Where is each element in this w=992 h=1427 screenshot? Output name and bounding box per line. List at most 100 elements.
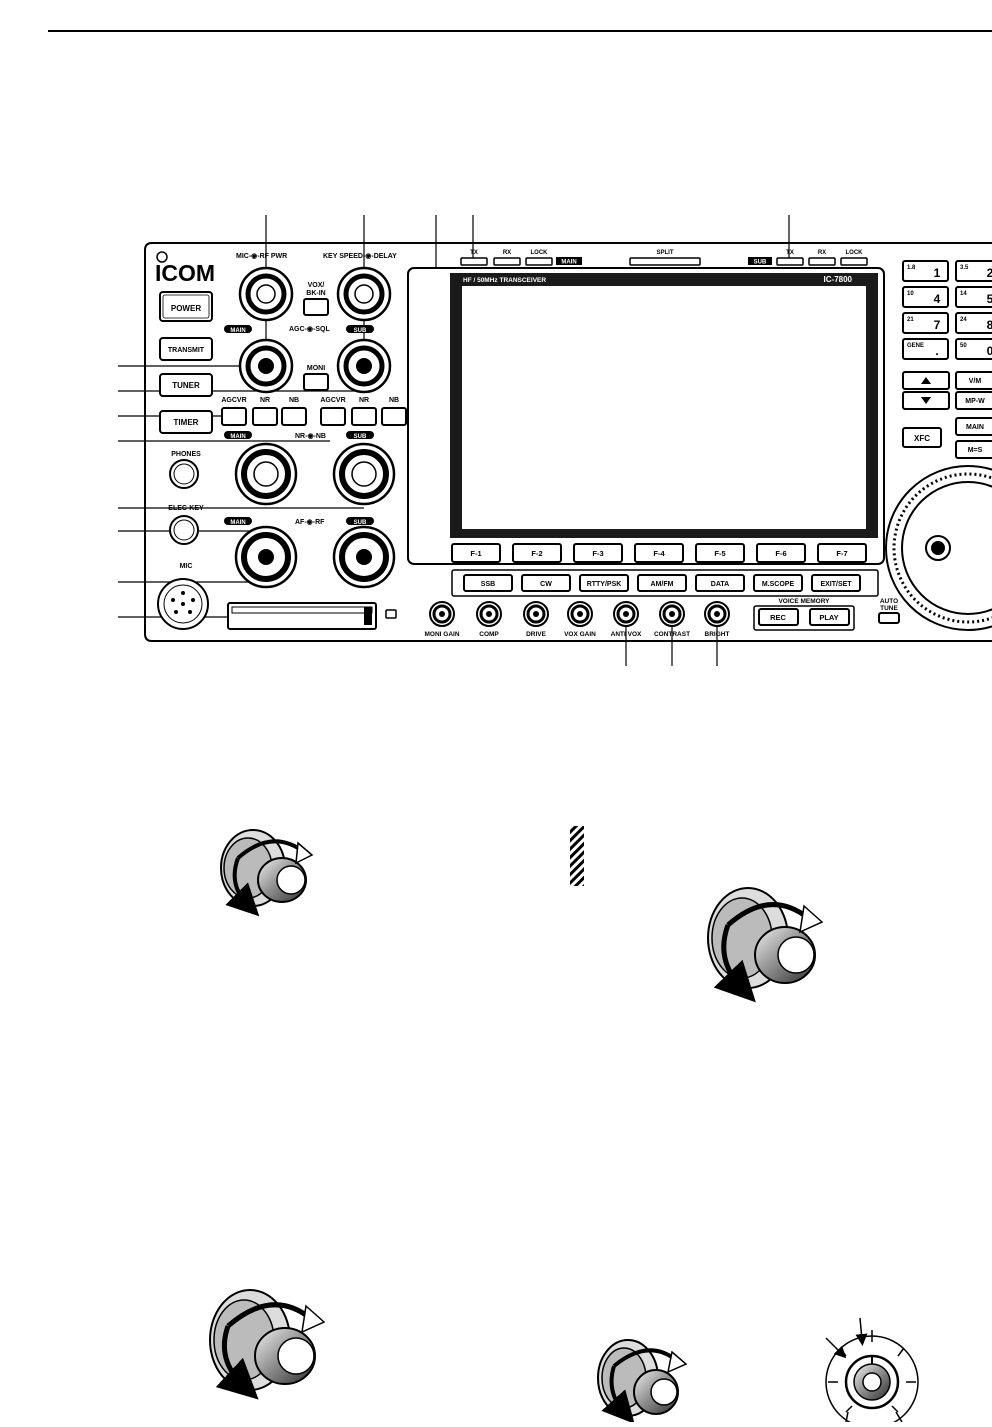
fkey-1[interactable]: F-1 [451,543,501,563]
band-key-big: 8 [987,318,992,332]
mode-keys: SSB CW RTTY/PSK AM/FM DATA M.SCOPE EXIT/SET [463,574,861,592]
svg-text:SUB: SUB [354,328,367,334]
band-key-big: 5 [987,292,992,306]
knob-moni-gain[interactable] [429,601,455,627]
svg-text:XFC: XFC [914,434,930,443]
svg-text:SUB: SUB [354,520,367,526]
bkin-label: BK-IN [306,290,325,297]
mode-key-rtty-psk[interactable]: RTTY/PSK [579,574,629,592]
phones-jack[interactable] [169,459,199,489]
svg-text:TUNER: TUNER [172,381,200,390]
knob-bright[interactable] [704,601,730,627]
sub-nr-button[interactable] [351,407,377,426]
key-speed-delay-label: KEY SPEED-◉-DELAY [323,253,397,260]
auto-tune-button[interactable] [878,612,900,624]
main-lock-led [525,257,553,266]
elec-key-jack[interactable] [169,515,199,545]
band-key-dot[interactable]: GENE. [902,338,949,360]
mode-key-cw[interactable]: CW [521,574,571,592]
sub-badge: SUB [346,325,374,334]
down-button[interactable] [902,391,950,410]
fkey-6[interactable]: F-6 [756,543,806,563]
main-agcvr-button[interactable] [221,407,247,426]
fkey-4[interactable]: F-4 [634,543,684,563]
band-key-small: GENE [907,343,924,349]
main-nr-button[interactable] [252,407,278,426]
main-rx-label: RX [503,250,511,256]
svg-text:MAIN: MAIN [230,520,245,526]
split-label: SPLIT [656,250,673,256]
key-speed-delay-knob[interactable] [336,266,392,322]
sub-lock-led [840,257,868,266]
nr-nb-label: NR-◉-NB [295,433,326,440]
knob-vox-gain[interactable] [567,601,593,627]
transceiver-panel [144,242,992,642]
sub-agc-knob[interactable] [336,338,392,394]
main-select-button[interactable]: MAIN [955,417,992,436]
auto-tune-label-1: AUTO [880,598,898,605]
timer-button[interactable]: TIMER [159,410,213,434]
knob-drive[interactable] [523,601,549,627]
small-knob-label: DRIVE [526,631,547,638]
rotate-knob-illustration-3 [209,1289,326,1400]
transmit-button[interactable]: TRANSMIT [159,337,213,361]
sub-lock-label: LOCK [846,250,864,256]
mic-connector[interactable] [157,578,209,630]
moni-label: MONI [307,365,325,372]
up-button[interactable] [902,371,950,390]
knob-contrast[interactable] [659,601,685,627]
mode-key-exit-set[interactable]: EXIT/SET [811,574,861,592]
main-tuning-dial[interactable] [885,465,992,631]
small-knob-label: MONI GAIN [424,631,459,638]
xfc-button[interactable]: XFC [902,427,942,448]
fkey-2[interactable]: F-2 [512,543,562,563]
split-led [629,257,701,266]
sub-nb-button[interactable] [381,407,407,426]
fkey-3[interactable]: F-3 [573,543,623,563]
fkey-5[interactable]: F-5 [695,543,745,563]
fkey-7[interactable]: F-7 [817,543,867,563]
main-agc-knob[interactable] [238,338,294,394]
mode-key-ssb[interactable]: SSB [463,574,513,592]
knob-anti-vox[interactable] [613,601,639,627]
power-button[interactable]: POWER [159,291,213,322]
svg-text:MAIN: MAIN [966,424,984,431]
card-slot[interactable] [227,602,377,630]
main-nb-button[interactable] [281,407,307,426]
sub-agcvr-button[interactable] [320,407,346,426]
tuner-button[interactable]: TUNER [159,373,213,397]
sub-tx-label: TX [786,250,794,256]
svg-text:ICOM: ICOM [155,260,215,286]
svg-text:MAIN: MAIN [230,434,245,440]
main-tx-led [460,257,488,266]
mic-rf-pwr-knob[interactable] [238,266,294,322]
knob-comp[interactable] [476,601,502,627]
sub-nr-knob[interactable] [332,442,396,506]
moni-button[interactable] [303,373,329,391]
vm-button[interactable]: V/M [955,371,992,390]
band-key-small: 10 [907,291,914,297]
mic-rf-pwr-label: MIC-◉-RF PWR [236,253,287,260]
mode-key-label: SSB [481,581,495,588]
sub-af-rf-knob[interactable] [332,525,396,589]
mode-key-am-fm[interactable]: AM/FM [637,574,687,592]
m-equals-s-button[interactable]: M=S [955,440,992,459]
main-nr-knob[interactable] [234,442,298,506]
vox-bkin-button[interactable] [303,298,329,316]
mode-key-m-scope[interactable]: M.SCOPE [753,574,803,592]
main-nr-label: NR [260,397,270,404]
play-button[interactable]: PLAY [809,608,850,626]
main-af-rf-knob[interactable] [234,525,298,589]
mode-key-data[interactable]: DATA [695,574,745,592]
rec-button[interactable]: REC [758,608,799,626]
mpw-button[interactable]: MP-W [955,391,992,410]
fkey-label: F-4 [653,549,665,558]
